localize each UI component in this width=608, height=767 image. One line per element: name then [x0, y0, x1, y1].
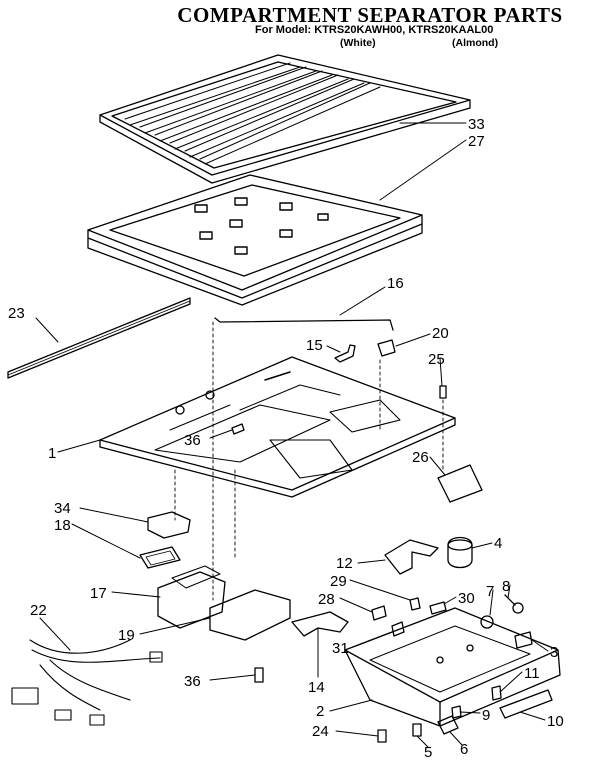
variant-almond: (Almond)	[452, 37, 499, 49]
callout-22: 22	[30, 602, 47, 619]
part-25-screw	[439, 385, 447, 399]
part-15-clip	[334, 344, 356, 363]
callout-30: 30	[458, 590, 475, 607]
callout-31: 31	[332, 640, 349, 657]
callout-8: 8	[502, 578, 510, 595]
callout-28: 28	[318, 591, 335, 608]
part-11-screw	[491, 685, 502, 701]
part-9-screw	[451, 705, 462, 719]
part-17-housing	[157, 571, 226, 629]
page-title: COMPARTMENT SEPARATOR PARTS	[177, 3, 563, 27]
callout-16: 16	[387, 275, 404, 292]
callout-9: 9	[482, 707, 490, 724]
callout-15: 15	[306, 337, 323, 354]
part-19-cover	[209, 589, 291, 641]
part-7-thermostat	[480, 615, 494, 629]
variant-white: (White)	[340, 37, 376, 49]
part-22-harness	[11, 639, 163, 726]
callout-labels: 33 27 23 16 15 20 25 1 36 26 34 18 12 4 …	[8, 116, 564, 761]
part-3-connector	[514, 631, 533, 649]
callout-29: 29	[330, 573, 347, 590]
part-36-screw-upper	[231, 423, 245, 435]
callout-17: 17	[90, 585, 107, 602]
part-27-frame	[87, 174, 423, 306]
callout-24: 24	[312, 723, 329, 740]
part-20-bracket	[377, 339, 396, 357]
callout-6: 6	[460, 741, 468, 758]
callout-19: 19	[118, 627, 135, 644]
callout-33: 33	[468, 116, 485, 133]
callout-2: 2	[316, 703, 324, 720]
part-14-bracket	[291, 611, 349, 637]
callout-36: 36	[184, 432, 201, 449]
part-2-base	[344, 607, 561, 727]
part-34-damper	[147, 511, 191, 539]
callout-23: 23	[8, 305, 25, 322]
part-10-rail	[499, 689, 553, 719]
part-6-block	[437, 715, 459, 735]
part-8-sensor	[504, 594, 516, 606]
part-18-gasket	[139, 546, 181, 569]
callout-5: 5	[424, 744, 432, 761]
callout-3: 3	[550, 644, 558, 661]
part-26-insulation	[437, 464, 483, 503]
part-36-screw-lower	[254, 667, 264, 683]
leader-lines	[35, 122, 549, 748]
callout-12: 12	[336, 555, 353, 572]
model-line: For Model: KTRS20KAWH00, KTRS20KAAL00	[255, 24, 494, 36]
part-16-wire	[214, 317, 394, 331]
part-29-clip	[409, 597, 421, 611]
callout-11: 11	[524, 665, 540, 682]
part-4-fan	[447, 536, 473, 569]
callout-36: 36	[184, 673, 201, 690]
part-31-clip	[391, 621, 405, 637]
part-5-screw	[412, 723, 422, 737]
part-28-clip	[371, 605, 387, 621]
assembly-guides	[174, 321, 444, 601]
callout-10: 10	[547, 713, 564, 730]
callout-1: 1	[48, 445, 56, 462]
part-23-strip	[7, 297, 191, 379]
callout-26: 26	[412, 449, 429, 466]
callout-14: 14	[308, 679, 325, 696]
callout-27: 27	[468, 133, 485, 150]
part-33-grille-cover	[99, 54, 471, 184]
callout-25: 25	[428, 351, 445, 368]
part-1-separator	[99, 356, 456, 498]
callout-34: 34	[54, 500, 71, 517]
callout-18: 18	[54, 517, 71, 534]
part-24-screw	[377, 729, 387, 743]
callout-20: 20	[432, 325, 449, 342]
part-12-duct	[384, 539, 439, 575]
part-30-label	[429, 601, 447, 615]
callout-4: 4	[494, 535, 502, 552]
callout-7: 7	[486, 583, 494, 600]
